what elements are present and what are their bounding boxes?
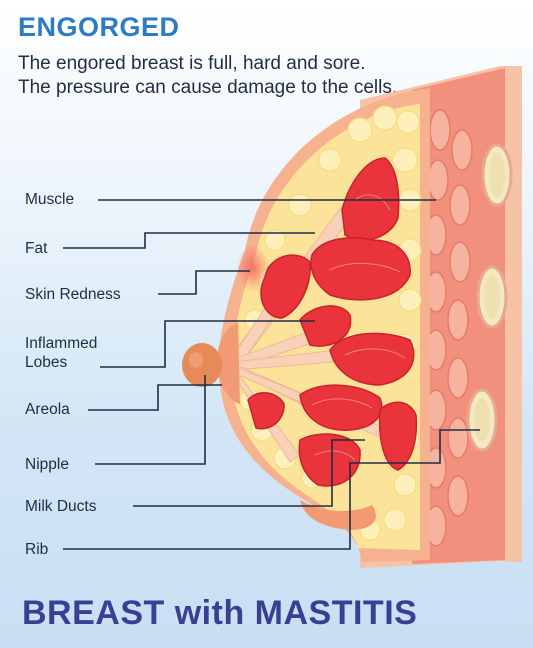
inflammed-lobes: [247, 157, 418, 487]
label-nipple: Nipple: [25, 456, 69, 473]
label-milk-ducts: Milk Ducts: [25, 498, 97, 515]
fat-leader: [63, 232, 315, 249]
milk-ducts-leader: [133, 439, 365, 507]
areola-nipple: [182, 322, 240, 404]
label-inflammed-lobes-line1: Inflammed: [25, 335, 98, 352]
label-rib: Rib: [25, 541, 49, 558]
nipple-leader: [95, 375, 206, 465]
header-title: ENGORGED: [18, 12, 180, 42]
label-inflammed-lobes-line2: Lobes: [25, 354, 68, 371]
label-muscle: Muscle: [25, 191, 75, 208]
rib-bones: [466, 143, 513, 452]
skin-redness-leader: [158, 270, 250, 295]
skin-redness-patch: [237, 244, 269, 292]
rib-leader: [63, 429, 480, 550]
label-inflammed-lobes: Inflammed Lobes: [25, 334, 97, 372]
footer-title: BREAST with MASTITIS: [22, 594, 418, 632]
leader-lines: [63, 199, 480, 550]
inflammed-lobes-leader: [100, 320, 315, 368]
lower-fold: [300, 500, 376, 530]
label-skin-redness: Skin Redness: [25, 286, 121, 303]
header-description: The engored breast is full, hard and sor…: [18, 53, 398, 98]
areola-leader: [88, 384, 222, 411]
label-areola: Areola: [25, 401, 70, 418]
label-fat: Fat: [25, 240, 48, 257]
